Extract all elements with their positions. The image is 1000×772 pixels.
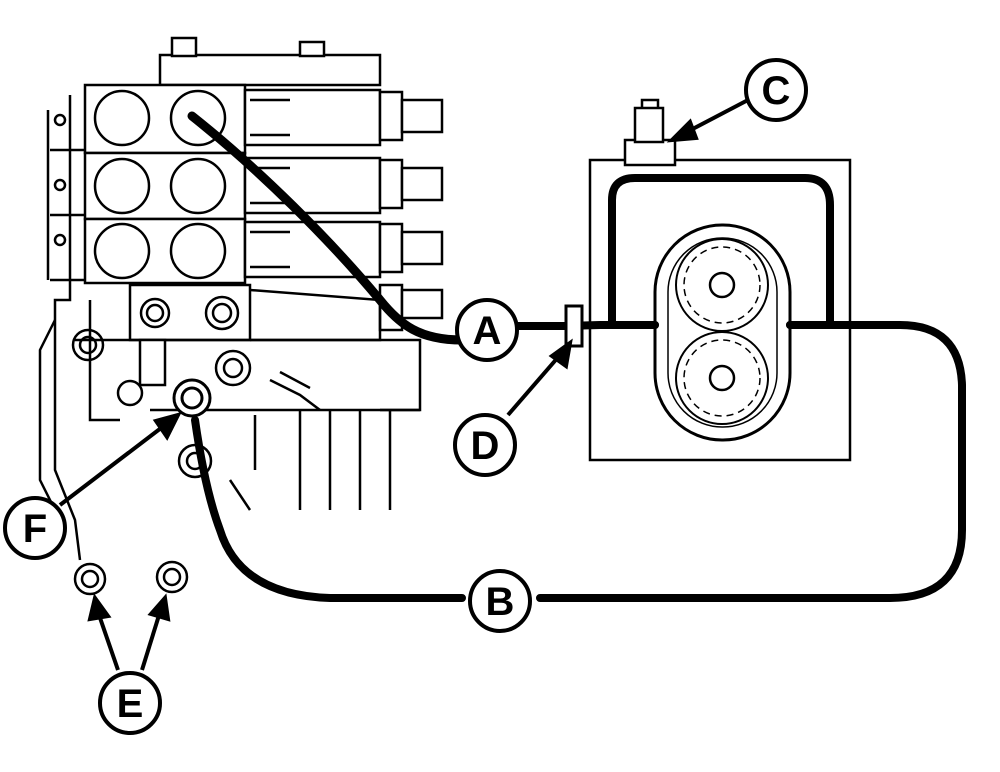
callout-e: E [98,671,162,735]
svg-text:B: B [486,580,515,624]
callout-f: F [3,496,67,560]
washers-e [73,560,189,596]
callout-d: D [453,413,517,477]
coupling-d [564,304,584,348]
fitting-f [172,378,212,418]
callout-b: B [468,569,532,633]
hose-a [187,111,467,345]
leader-lines [58,98,749,671]
pump-internal-loop [608,174,834,329]
gear-pump [588,98,852,462]
svg-text:F: F [23,507,47,551]
svg-text:C: C [762,69,791,113]
svg-text:D: D [471,424,500,468]
svg-text:A: A [473,309,502,353]
callout-a: A [455,298,519,362]
hose-b [191,321,966,602]
callout-c: C [744,58,808,122]
svg-text:E: E [117,682,144,726]
